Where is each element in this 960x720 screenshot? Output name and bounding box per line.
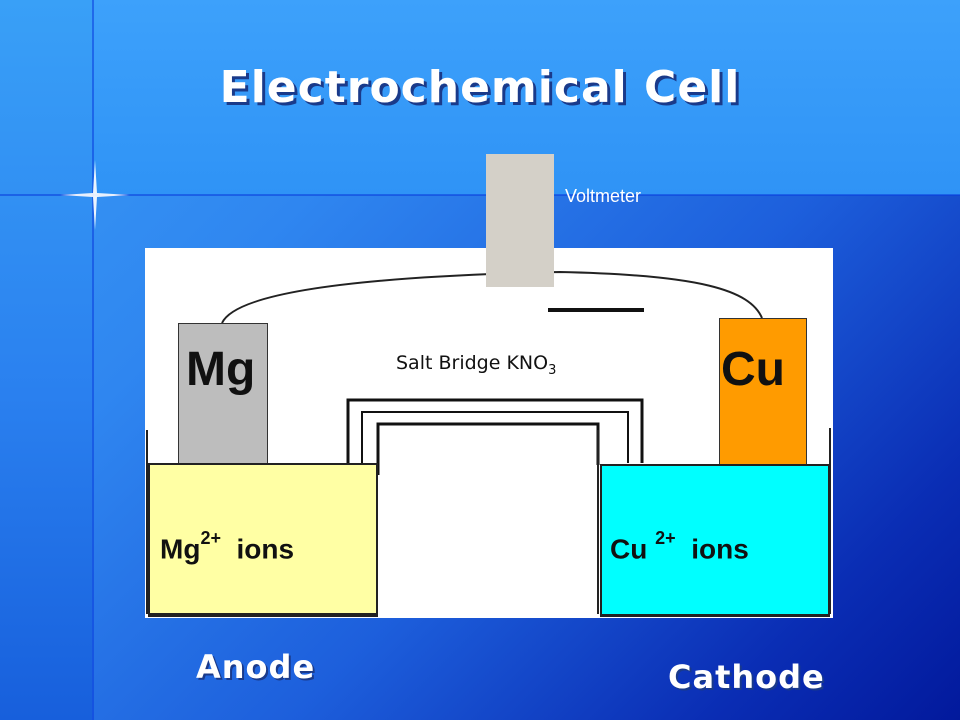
cu-solution-beaker <box>600 464 830 616</box>
slide-title: Electrochemical Cell <box>219 62 741 113</box>
voltmeter-label: Voltmeter <box>565 186 642 206</box>
slide-header-band <box>0 0 960 195</box>
cathode-label: Cathode <box>668 658 825 696</box>
mg-ions-label: Mg2+ ions <box>160 528 295 565</box>
mg-electrode-label: Mg <box>186 343 256 396</box>
salt-bridge-label: Salt Bridge KNO3 <box>396 352 557 378</box>
cu-electrode-label: Cu <box>721 343 785 396</box>
cu-ions-label: Cu 2+ ions <box>610 528 749 565</box>
anode-label: Anode <box>196 648 316 686</box>
mg-electrode <box>178 323 268 467</box>
sparkle-icon <box>60 160 130 230</box>
mg-solution-beaker <box>148 463 378 615</box>
voltmeter-box <box>486 154 554 287</box>
salt-bridge-inner <box>376 422 600 475</box>
slide-left-band <box>0 0 92 720</box>
salt-bridge-middle <box>361 411 629 463</box>
decorative-horizontal-line <box>0 194 960 196</box>
salt-bridge-outer <box>346 398 644 463</box>
decorative-vertical-line <box>92 0 94 720</box>
cu-electrode <box>719 318 807 468</box>
